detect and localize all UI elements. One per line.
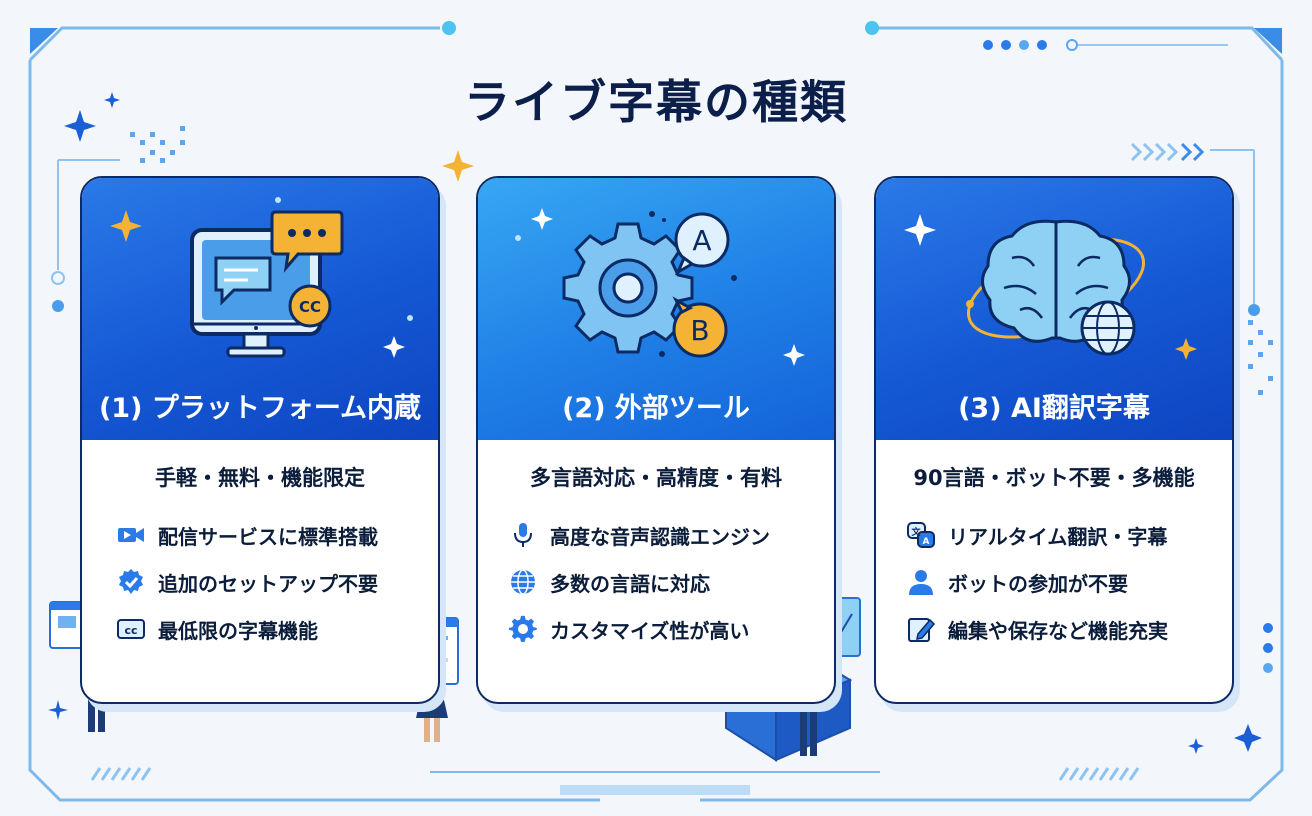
svg-text:文: 文 [910,526,921,538]
letter-b: B [690,314,709,347]
edit-icon [908,618,936,642]
monitor-chat-cc-icon: CC [110,197,413,358]
globe-icon [511,569,535,595]
card-platform-builtin: CC (1) プラットフォーム内蔵 手軽・無料・機能限定 配信サービスに標準搭載… [80,176,440,704]
translate-icon: 文 A [907,522,935,548]
feature-item: 高度な音声認識エンジン [508,518,770,552]
feature-item: 追加のセットアップ不要 [116,565,378,599]
card-subtitle: 90言語・ボット不要・多機能 [913,466,1195,490]
feature-label: カスタマイズ性が高い [550,618,750,643]
svg-text:A: A [923,537,930,547]
card-external-tool: A B (2) 外部ツール 多言語対応・高精度・有料 高度な音声認識エンジン [476,176,836,704]
card-header: A B (2) 外部ツール [478,178,834,440]
card-title: (3) AI翻訳字幕 [958,393,1150,424]
card-ai-translation: (3) AI翻訳字幕 90言語・ボット不要・多機能 文 A リアルタイム翻訳・字… [874,176,1234,704]
feature-item: 配信サービスに標準搭載 [116,518,378,552]
video-icon [118,528,144,542]
card-title: (2) 外部ツール [562,393,750,424]
feature-label: 多数の言語に対応 [550,571,710,596]
cc-icon: cc [117,619,145,639]
feature-item: 文 A リアルタイム翻訳・字幕 [906,518,1167,552]
brain-globe-icon [904,214,1197,360]
feature-item: ボットの参加が不要 [906,565,1128,599]
card-subtitle: 手軽・無料・機能限定 [155,466,365,490]
letter-a: A [692,224,711,257]
card-header: CC (1) プラットフォーム内蔵 [82,178,438,440]
person-icon [909,570,933,595]
card-header: (3) AI翻訳字幕 [876,178,1232,440]
feature-item: カスタマイズ性が高い [508,612,749,646]
microphone-icon [514,523,532,547]
feature-label: 配信サービスに標準搭載 [158,524,378,549]
feature-label: 追加のセットアップ不要 [158,571,378,596]
feature-item: 編集や保存など機能充実 [906,612,1168,646]
feature-label: ボットの参加が不要 [948,571,1128,596]
gear-translate-icon: A B [515,208,805,366]
feature-item: cc 最低限の字幕機能 [116,612,318,646]
feature-item: 多数の言語に対応 [508,565,710,599]
feature-label: 高度な音声認識エンジン [550,524,770,549]
feature-label: 最低限の字幕機能 [158,618,318,643]
feature-label: リアルタイム翻訳・字幕 [948,524,1168,549]
page-title: ライブ字幕の種類 [464,75,848,129]
card-subtitle: 多言語対応・高精度・有料 [530,466,782,490]
check-badge-icon [119,569,143,594]
cc-badge-text: CC [299,298,321,316]
svg-text:cc: cc [124,624,137,637]
card-title: (1) プラットフォーム内蔵 [98,393,422,424]
feature-label: 編集や保存など機能充実 [948,618,1168,643]
gear-icon [508,615,537,642]
